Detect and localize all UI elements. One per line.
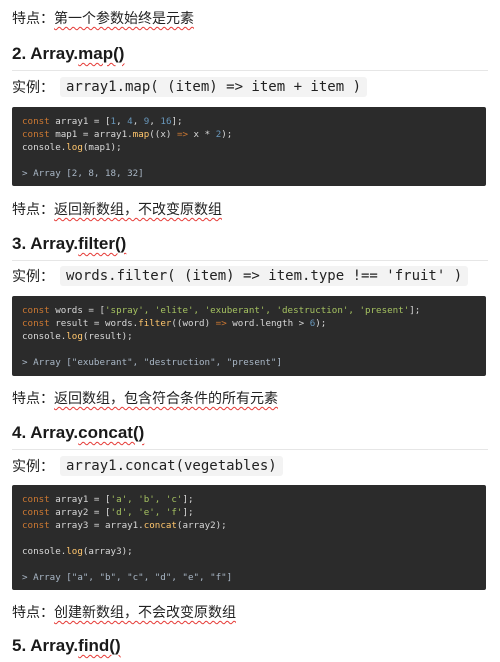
feature-text: 返回数组，包含符合条件的所有元素 — [54, 390, 278, 406]
code-block-filter: const words = ['spray', 'elite', 'exuber… — [12, 296, 486, 376]
code-line: console.log(map1); — [22, 142, 122, 153]
code-line: const array3 = array1.concat(array2); — [22, 520, 227, 531]
feature-label: 特点： — [12, 390, 54, 406]
feature-label: 特点： — [12, 201, 54, 217]
feature-text: 第一个参数始终是元素 — [54, 10, 194, 26]
code-line: const words = ['spray', 'elite', 'exuber… — [22, 305, 421, 316]
example-label: 实例： — [12, 268, 54, 284]
feature-note-top: 特点：第一个参数始终是元素 — [12, 8, 194, 28]
heading-method: concat() — [78, 423, 145, 442]
heading-prefix: 3. Array. — [12, 234, 79, 253]
heading-method: filter() — [78, 234, 127, 253]
section-heading-concat: 4. Array.concat() — [12, 423, 488, 450]
section-heading-find: 5. Array.find() — [12, 636, 488, 662]
code-line: const map1 = array1.map((x) => x * 2); — [22, 129, 233, 140]
section-heading-map: 2. Array.map() — [12, 44, 488, 71]
code-line: const array2 = ['d', 'e', 'f']; — [22, 507, 194, 518]
example-label: 实例： — [12, 79, 54, 95]
feature-note-map: 特点：返回新数组，不改变原数组 — [12, 199, 222, 219]
example-code: array1.concat(vegetables) — [60, 456, 283, 476]
example-code: array1.map( (item) => item + item ) — [60, 77, 368, 97]
code-line: console.log(array3); — [22, 546, 133, 557]
example-label: 实例： — [12, 458, 54, 474]
heading-method: map() — [78, 44, 125, 63]
code-block-concat: const array1 = ['a', 'b', 'c']; const ar… — [12, 485, 486, 590]
feature-text: 返回新数组，不改变原数组 — [54, 201, 222, 217]
heading-method: find() — [78, 636, 121, 655]
code-line: console.log(result); — [22, 331, 133, 342]
feature-note-filter: 特点：返回数组，包含符合条件的所有元素 — [12, 388, 278, 408]
code-block-map: const array1 = [1, 4, 9, 16]; const map1… — [12, 107, 486, 186]
heading-prefix: 4. Array. — [12, 423, 79, 442]
feature-text: 创建新数组，不会改变原数组 — [54, 604, 236, 620]
code-output: > Array [2, 8, 18, 32] — [22, 168, 144, 179]
heading-prefix: 5. Array. — [12, 636, 79, 655]
code-line: const array1 = ['a', 'b', 'c']; — [22, 494, 194, 505]
example-code: words.filter( (item) => item.type !== 'f… — [60, 266, 469, 286]
feature-label: 特点： — [12, 10, 54, 26]
code-output: > Array ["exuberant", "destruction", "pr… — [22, 357, 282, 368]
example-filter: 实例： words.filter( (item) => item.type !=… — [12, 266, 469, 286]
code-output: > Array ["a", "b", "c", "d", "e", "f"] — [22, 572, 233, 583]
example-concat: 实例： array1.concat(vegetables) — [12, 456, 283, 476]
code-line: const array1 = [1, 4, 9, 16]; — [22, 116, 183, 127]
code-line: const result = words.filter((word) => wo… — [22, 318, 327, 329]
example-map: 实例： array1.map( (item) => item + item ) — [12, 77, 368, 97]
section-heading-filter: 3. Array.filter() — [12, 234, 488, 261]
feature-note-concat: 特点：创建新数组，不会改变原数组 — [12, 602, 236, 622]
feature-label: 特点： — [12, 604, 54, 620]
heading-prefix: 2. Array. — [12, 44, 79, 63]
